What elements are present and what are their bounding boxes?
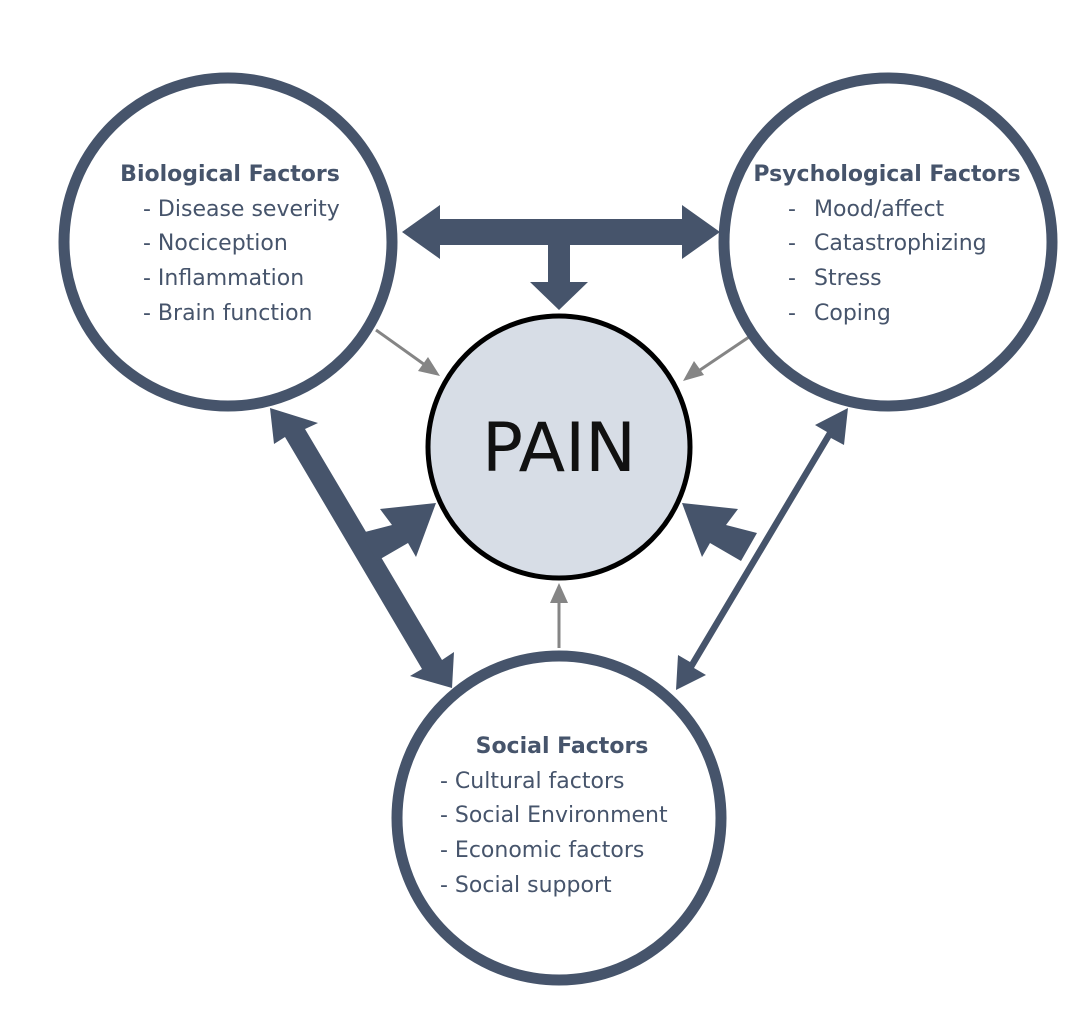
biological-item: - Disease severity: [143, 197, 340, 222]
psychological-dash: -: [788, 301, 796, 326]
social-factors-node: Social Factors - Cultural factors - Soci…: [391, 650, 727, 986]
psychological-dash: -: [788, 231, 796, 256]
bio-to-pain-thin-arrow: [375, 328, 440, 376]
psychological-item: Catastrophizing: [814, 231, 987, 256]
psychological-item: Coping: [814, 301, 891, 326]
pain-node: PAIN: [425, 313, 693, 581]
psychological-item: Mood/affect: [814, 197, 945, 222]
biological-item: - Nociception: [143, 231, 288, 256]
psychological-dash: -: [788, 197, 796, 222]
psychological-factors-node: Psychological Factors - Mood/affect - Ca…: [718, 72, 1058, 412]
psych-to-pain-thin-arrow: [683, 333, 753, 381]
social-title: Social Factors: [476, 734, 649, 759]
psychological-title: Psychological Factors: [753, 162, 1020, 187]
biological-title: Biological Factors: [120, 162, 340, 187]
psychological-dash: -: [788, 266, 796, 291]
pain-label: PAIN: [482, 409, 636, 488]
social-to-pain-thin-arrow: [550, 583, 568, 648]
social-item: - Social Environment: [440, 803, 668, 828]
psychological-item: Stress: [814, 266, 882, 291]
bio-social-to-pain-arrow: [361, 503, 436, 561]
social-item: - Social support: [440, 873, 612, 898]
bio-psych-double-arrow: [402, 205, 720, 259]
biological-factors-node: Biological Factors - Disease severity - …: [58, 72, 398, 412]
biological-item: - Inflammation: [143, 266, 304, 291]
social-item: - Cultural factors: [440, 769, 624, 794]
biological-item: - Brain function: [143, 301, 312, 326]
bio-social-double-arrow: [270, 408, 454, 688]
psych-social-double-arrow: [676, 408, 848, 690]
social-item: - Economic factors: [440, 838, 644, 863]
psych-social-to-pain-arrow: [682, 503, 757, 561]
bio-psych-to-pain-arrow: [530, 245, 588, 310]
